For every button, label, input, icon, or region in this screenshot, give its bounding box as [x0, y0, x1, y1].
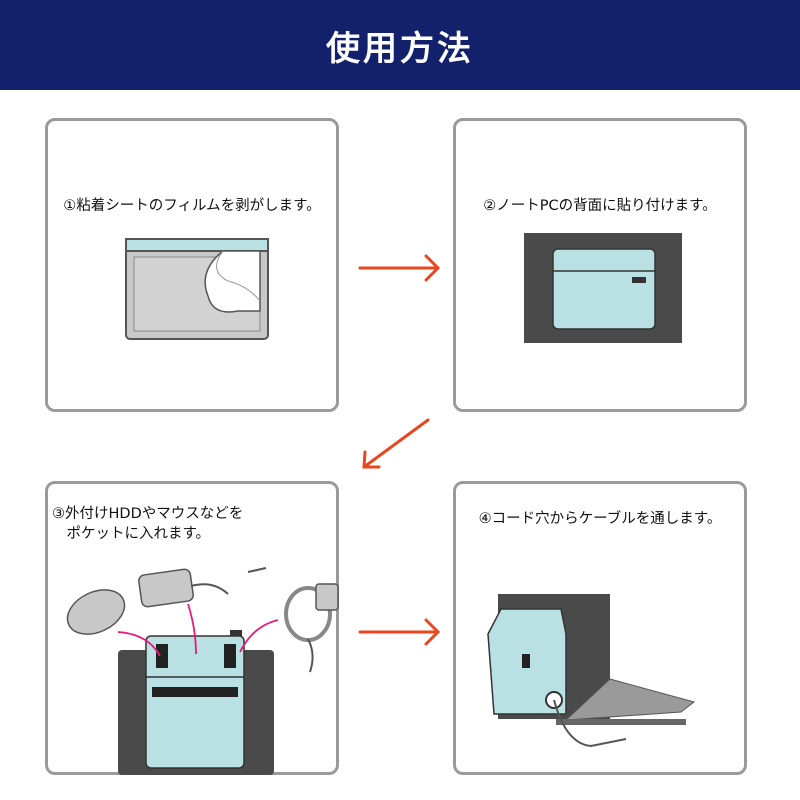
route-cable-illustration: [487, 594, 696, 748]
step-1-panel: ①粘着シートのフィルムを剥がします。: [45, 118, 339, 412]
step-2-caption: ②ノートPCの背面に貼り付けます。: [483, 198, 717, 214]
step-4-caption: ④コード穴からケーブルを通します。: [478, 511, 722, 527]
step-3-caption-line-2: ポケットに入れます。: [52, 526, 211, 542]
arrow-diagonal-icon: [362, 418, 430, 469]
peel-film-illustration: [125, 238, 269, 340]
step-4-panel: ④コード穴からケーブルを通します。: [453, 481, 747, 775]
arrow-right-icon-1: [358, 254, 441, 282]
step-3-caption: ③外付けHDDやマウスなどを ポケットに入れます。: [52, 504, 243, 544]
arrow-right-icon-2: [358, 618, 441, 646]
header-banner: 使用方法: [0, 0, 800, 90]
step-3-caption-line-1: ③外付けHDDやマウスなどを: [52, 506, 244, 522]
page-title: 使用方法: [326, 28, 474, 69]
step-1-caption: ①粘着シートのフィルムを剥がします。: [63, 198, 321, 214]
step-2-panel: ②ノートPCの背面に貼り付けます。: [453, 118, 747, 412]
attach-to-laptop-illustration: [524, 233, 682, 343]
insert-devices-illustration: [66, 567, 339, 775]
step-3-panel: ③外付けHDDやマウスなどを ポケットに入れます。: [45, 481, 339, 775]
